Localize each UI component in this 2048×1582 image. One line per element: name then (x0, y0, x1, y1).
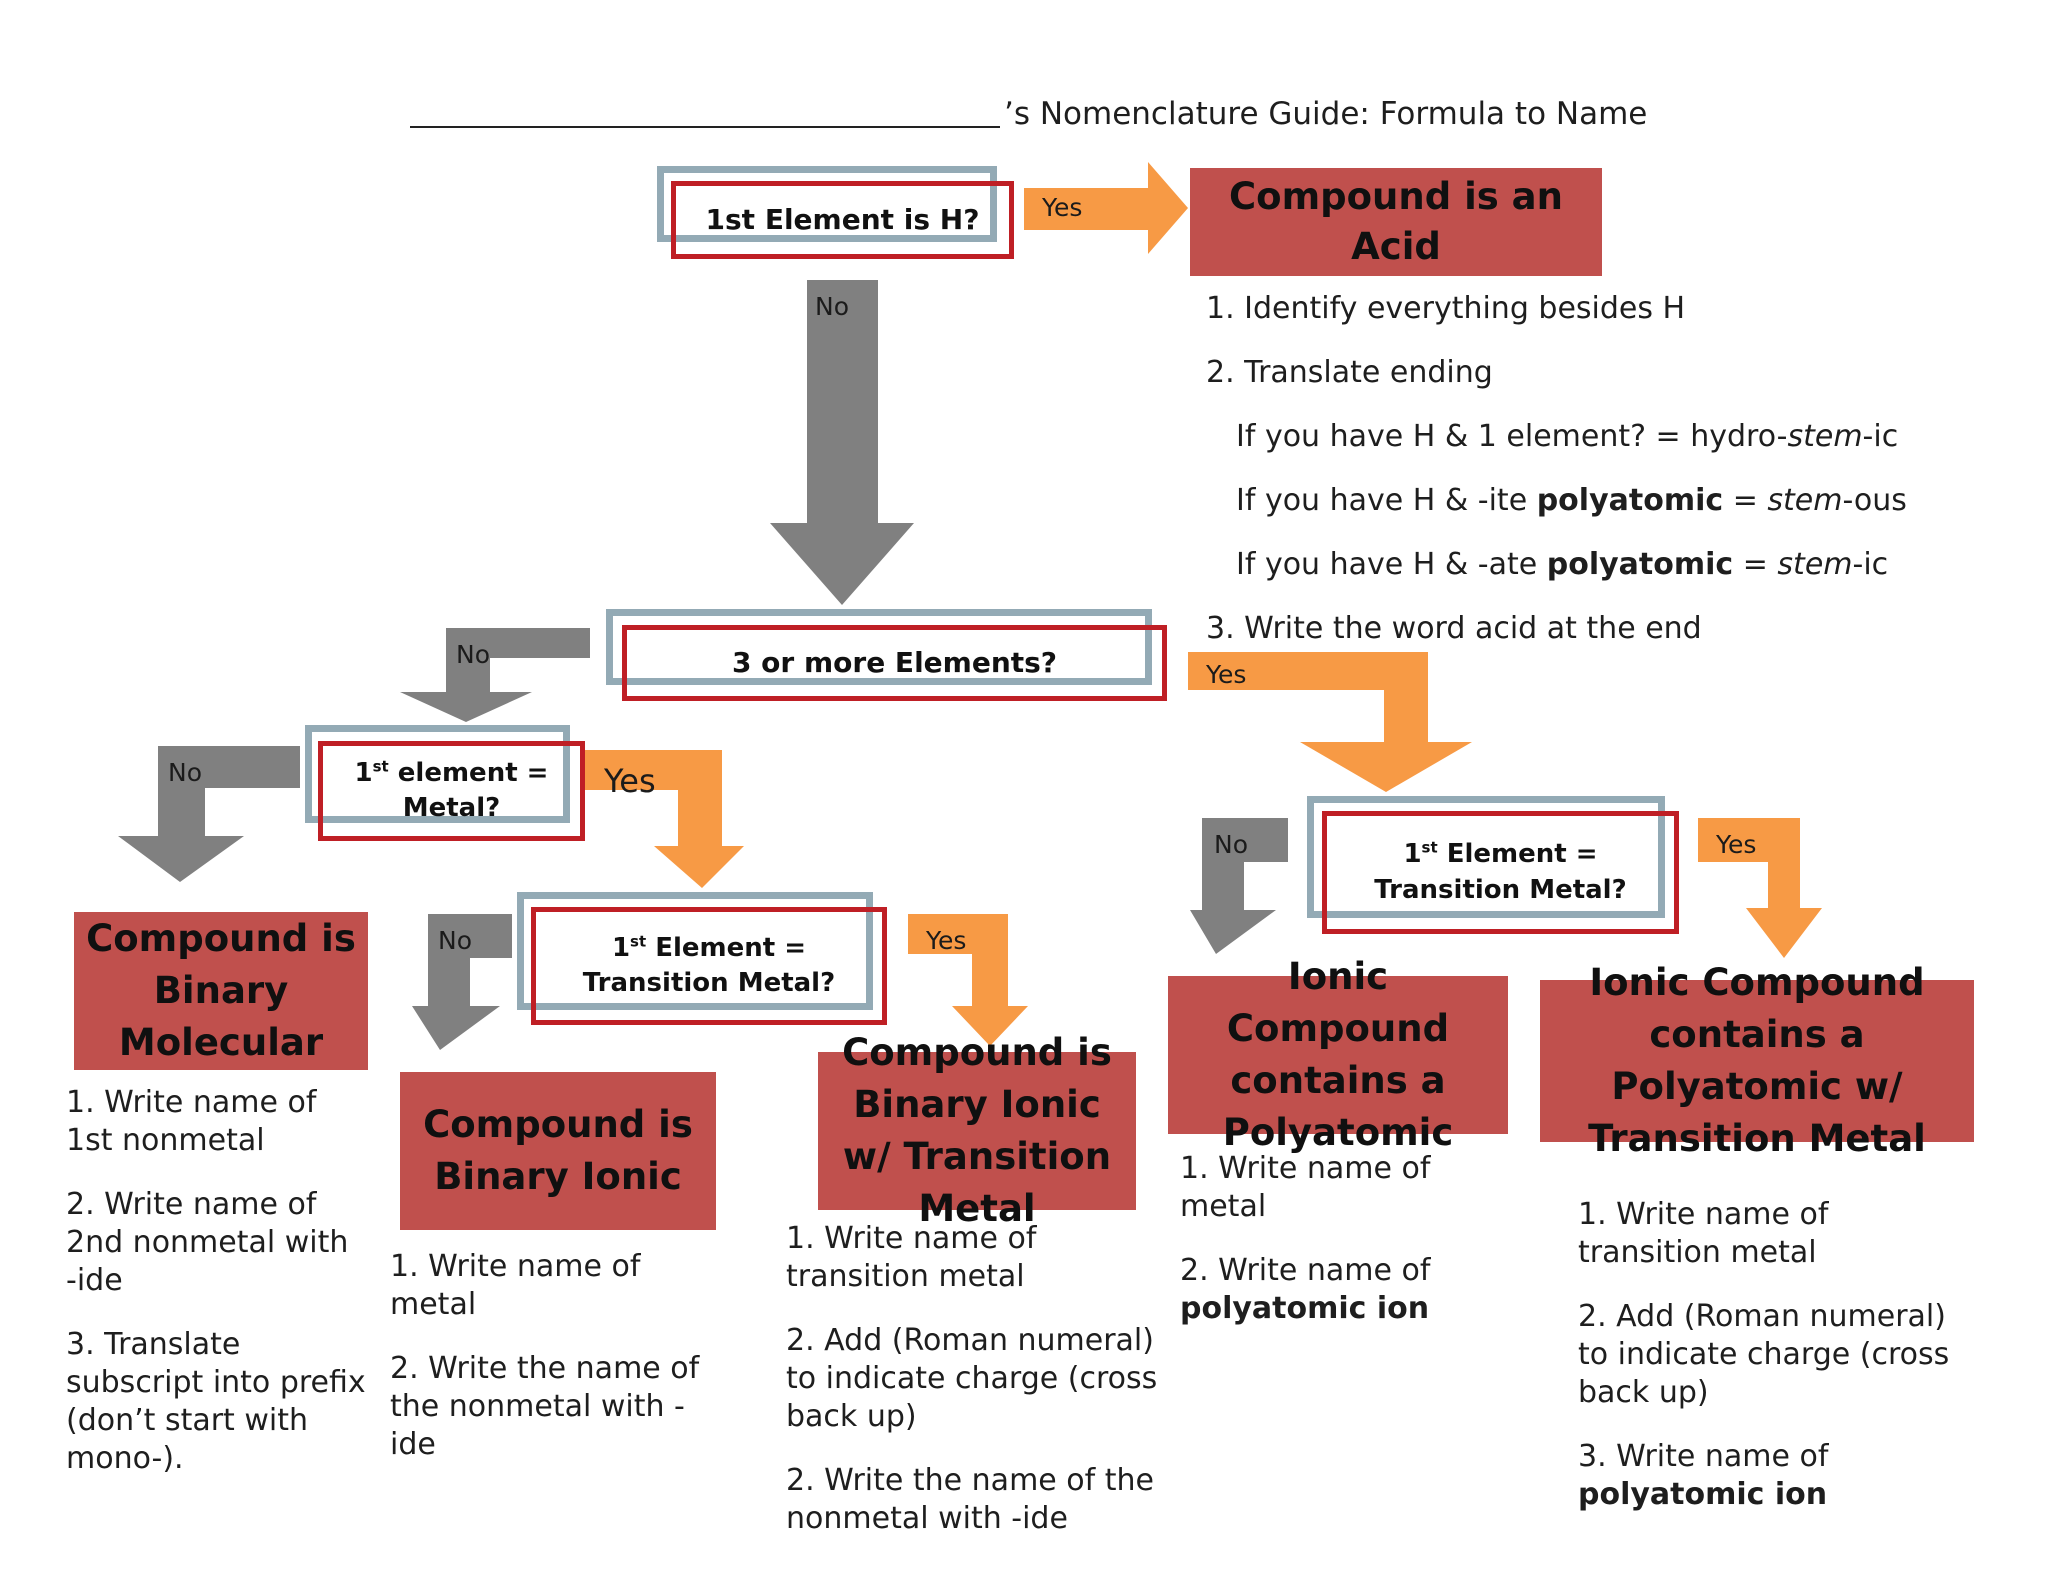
yes-label-q1: Yes (1042, 193, 1083, 222)
iptm-step-2: 2. Add (Roman numeral)to indicate charge… (1578, 1299, 1950, 1410)
question-1-frame (657, 166, 997, 242)
yes-arrow-q2 (1188, 652, 1472, 792)
acid-rule-3: If you have H & -ate polyatomic = stem-i… (1236, 547, 1889, 582)
outcome-ionic-poly-text: Ionic Compound contains a Polyatomic (1222, 955, 1454, 1154)
steps-acid: 1. Identify everything besides H 2. Tran… (1206, 290, 1907, 674)
no-arrow-q4 (412, 914, 512, 1050)
outcome-acid: Compound is an Acid (1190, 168, 1602, 276)
yes-label-q3: Yes (604, 762, 656, 800)
no-arrow-q3 (118, 746, 300, 882)
no-label-q5: No (1214, 830, 1248, 859)
yes-label-q2: Yes (1206, 660, 1247, 689)
acid-rule-1: If you have H & 1 element? = hydro-stem-… (1236, 419, 1899, 454)
question-2-frame (606, 609, 1152, 685)
question-4: 1st Element = Transition Metal? (531, 907, 887, 1025)
no-arrow-q1 (770, 280, 914, 605)
yes-arrow-q1 (1024, 162, 1188, 254)
acid-step-3: 3. Write the word acid at the end (1206, 611, 1702, 646)
question-4-text: 1st Element = Transition Metal? (582, 932, 836, 998)
no-label-q1: No (815, 292, 849, 321)
no-label-q3: No (168, 758, 202, 787)
page-title: ’s Nomenclature Guide: Formula to Name (1004, 96, 1648, 132)
no-label-q2: No (456, 640, 490, 669)
outcome-binary-ionic-tm: Compound is Binary Ionic w/ Transition M… (818, 1031, 1136, 1230)
no-label-q4: No (438, 926, 472, 955)
question-3: 1st element = Metal? (318, 741, 585, 841)
acid-step-2: 2. Translate ending (1206, 355, 1493, 390)
yes-label-q5: Yes (1716, 830, 1757, 859)
outcome-binary-ionic: Compound is Binary Ionic (400, 1072, 716, 1230)
name-blank-line[interactable] (410, 126, 1000, 128)
bitm-step-2: 2. Add (Roman numeral)to indicate charge… (786, 1323, 1158, 1434)
yes-label-q4: Yes (926, 926, 967, 955)
question-1-text: 1st Element is H? (705, 203, 980, 237)
question-1: 1st Element is H? (671, 181, 1014, 259)
outcome-binary-ionic-text: Compound is Binary Ionic (423, 1103, 693, 1198)
acid-step-1: 1. Identify everything besides H (1206, 291, 1686, 326)
yes-arrow-q5 (1698, 818, 1822, 958)
question-2-text: 3 or more Elements? (731, 646, 1058, 680)
outcome-binary-molecular: Compound is Binary Molecular (74, 912, 368, 1070)
question-5-text: 1st Element = Transition Metal? (1374, 838, 1627, 905)
outcome-binary-ionic-tm-text: Compound is Binary Ionic w/ Transition M… (842, 1031, 1112, 1230)
no-arrow-q5 (1190, 818, 1288, 954)
question-3-text: 1st element = Metal? (354, 757, 549, 823)
no-arrow-q2 (400, 628, 590, 722)
acid-rule-2: If you have H & -ite polyatomic = stem-o… (1236, 483, 1907, 518)
outcome-ionic-poly-tm-text: Ionic Compound contains a Polyatomic w/ … (1588, 961, 1926, 1160)
outcome-ionic-poly-tm: Ionic Compound contains a Polyatomic w/ … (1540, 961, 1974, 1160)
question-5-frame (1307, 796, 1665, 918)
question-5: 1st Element = Transition Metal? (1322, 811, 1679, 934)
outcome-ionic-poly: Ionic Compound contains a Polyatomic (1168, 955, 1508, 1154)
outcome-acid-text: Compound is an Acid (1229, 175, 1563, 268)
question-2: 3 or more Elements? (622, 625, 1167, 701)
yes-arrow-q3 (582, 750, 744, 888)
yes-arrow-q4 (908, 914, 1028, 1046)
outcome-binary-molecular-text: Compound is Binary Molecular (86, 917, 356, 1064)
